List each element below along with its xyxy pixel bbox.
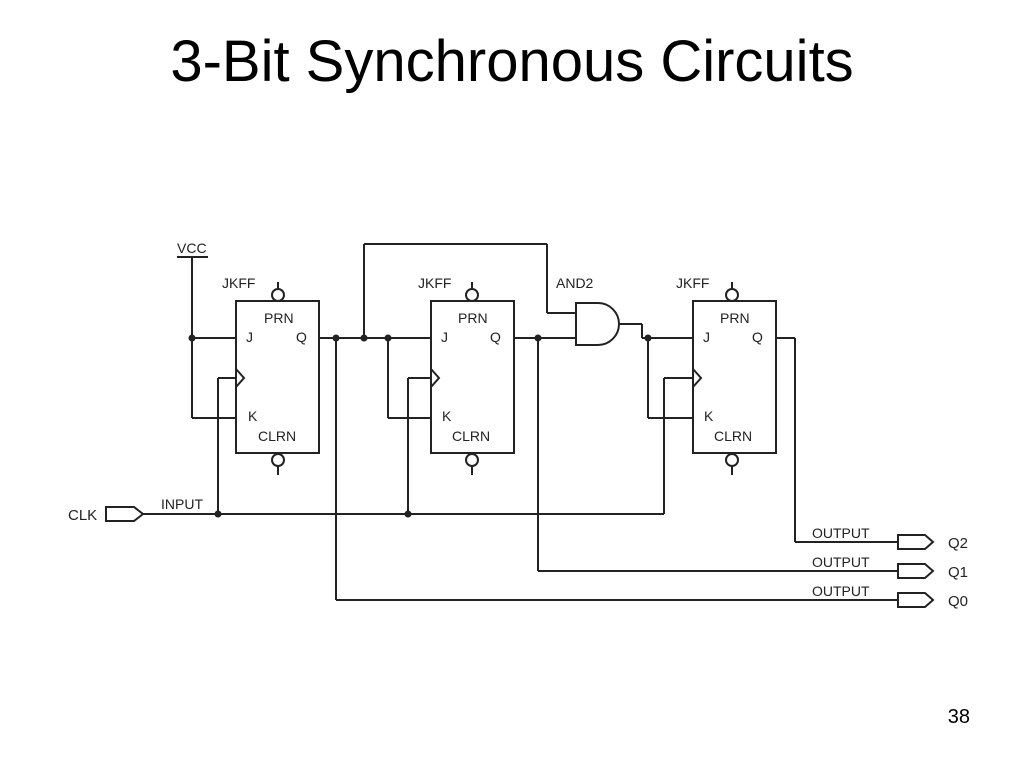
clk-input-pin: CLK INPUT <box>68 496 203 524</box>
ff0-body <box>235 300 320 454</box>
jk-flip-flop-0: JKFF PRN J Q K CLRN <box>222 275 320 475</box>
ff0-j-label: J <box>246 329 253 345</box>
output-port-q1: Q1 <box>948 564 968 581</box>
jk-flip-flop-2: JKFF PRN J Q K CLRN <box>676 275 777 475</box>
ff0-clock-symbol <box>235 368 246 388</box>
and2-label: AND2 <box>556 275 594 291</box>
input-pin-symbol <box>105 506 145 522</box>
ff2-clrn-bubble <box>725 453 739 467</box>
output-pin-q1: OUTPUT Q1 <box>812 554 968 581</box>
output-port-q0: Q0 <box>948 593 968 610</box>
ff1-clrn-bubble <box>465 453 479 467</box>
ff2-prn-bubble <box>725 288 739 302</box>
ff1-j-label: J <box>441 329 448 345</box>
ff1-clock-symbol <box>430 368 441 388</box>
ff0-clrn-bubble <box>271 453 285 467</box>
output-label-q0: OUTPUT <box>812 583 870 599</box>
ff0-prn-label: PRN <box>264 310 294 326</box>
output-pin-q2: OUTPUT Q2 <box>812 525 968 552</box>
slide-title: 3-Bit Synchronous Circuits <box>170 29 854 94</box>
ff0-type-label: JKFF <box>222 275 255 291</box>
ff2-prn-label: PRN <box>720 310 750 326</box>
vcc-source: VCC <box>177 240 208 418</box>
ff2-clrn-label: CLRN <box>714 428 752 444</box>
output-label-q2: OUTPUT <box>812 525 870 541</box>
input-label: INPUT <box>161 496 203 512</box>
output-pin-symbol-q0 <box>897 592 935 608</box>
jk-flip-flop-1: JKFF PRN J Q K CLRN <box>418 275 515 475</box>
ff2-q-label: Q <box>752 329 763 345</box>
ff0-q-label: Q <box>296 329 307 345</box>
output-pin-symbol-q2 <box>897 534 935 550</box>
wires <box>143 243 898 601</box>
ff2-body <box>692 300 777 454</box>
ff0-clrn-label: CLRN <box>258 428 296 444</box>
ff1-type-label: JKFF <box>418 275 451 291</box>
ff1-prn-label: PRN <box>458 310 488 326</box>
ff0-k-label: K <box>248 408 258 424</box>
vcc-label: VCC <box>177 240 207 256</box>
output-pin-symbol-q1 <box>897 563 935 579</box>
ff1-clrn-label: CLRN <box>452 428 490 444</box>
ff2-k-label: K <box>704 408 714 424</box>
and2-body <box>575 302 620 346</box>
ff0-prn-bubble <box>271 288 285 302</box>
and2-gate: AND2 <box>556 275 620 346</box>
ff1-k-label: K <box>442 408 452 424</box>
ff2-j-label: J <box>703 329 710 345</box>
output-port-q2: Q2 <box>948 535 968 552</box>
page-number: 38 <box>947 706 970 728</box>
output-label-q1: OUTPUT <box>812 554 870 570</box>
ff2-type-label: JKFF <box>676 275 709 291</box>
clk-port-name: CLK <box>68 507 97 524</box>
ff1-q-label: Q <box>490 329 501 345</box>
ff1-prn-bubble <box>465 288 479 302</box>
output-pin-q0: OUTPUT Q0 <box>812 583 968 610</box>
ff2-clock-symbol <box>692 368 703 388</box>
